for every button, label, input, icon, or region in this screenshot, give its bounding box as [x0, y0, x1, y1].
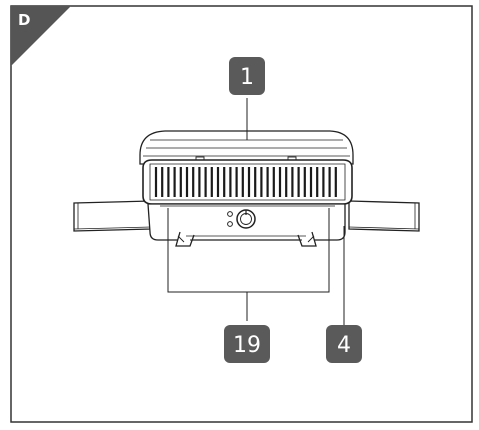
indicator-light-top [227, 211, 233, 217]
right-side-tray [348, 200, 420, 232]
svg-text:19: 19 [233, 333, 261, 358]
grill-appliance [73, 130, 420, 247]
left-side-tray [73, 200, 152, 232]
leader-lines [167, 98, 345, 326]
grill-plate [142, 159, 353, 205]
leader-bracket-19 [167, 208, 330, 293]
indicator-light-bottom [227, 221, 233, 227]
callout-19: 19 [224, 325, 270, 363]
callout-4: 4 [326, 325, 362, 363]
control-panel [227, 209, 256, 229]
svg-text:1: 1 [240, 65, 254, 90]
svg-text:4: 4 [337, 333, 351, 358]
grill-body [147, 203, 346, 241]
panel-corner-tab [11, 6, 71, 66]
callout-1: 1 [229, 57, 265, 95]
grill-stand [175, 231, 317, 247]
panel-letter: D [18, 11, 30, 29]
grill-plate-ribs [154, 167, 337, 197]
